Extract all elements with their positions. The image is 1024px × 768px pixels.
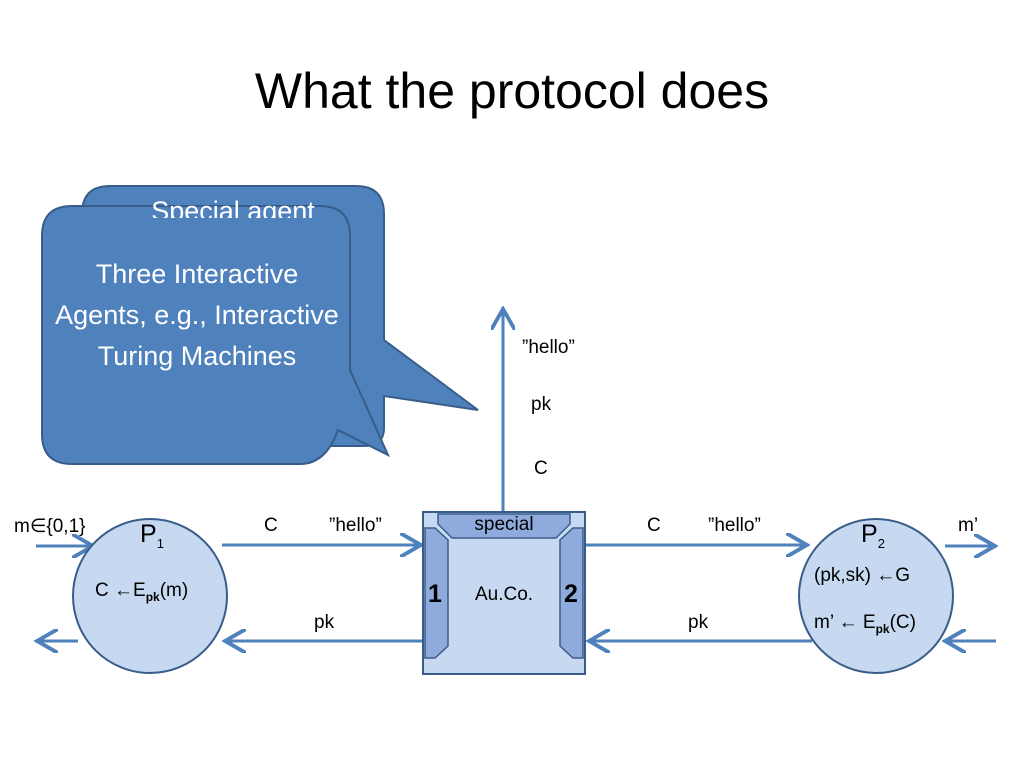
- port-1-label: 1: [428, 580, 442, 608]
- auco-label: Au.Co.: [474, 584, 534, 605]
- p1-formula-sub: pk: [145, 589, 160, 604]
- p1-formula-prefix: C ←E: [95, 580, 146, 601]
- p2-name-letter: P: [861, 520, 878, 548]
- p2-name: P2: [861, 520, 885, 551]
- p1-name: P1: [140, 520, 164, 551]
- up-hello-label: ”hello”: [522, 337, 575, 358]
- p2-formula-prefix: m’ ← E: [814, 612, 876, 633]
- party-p2-circle: [798, 518, 954, 674]
- p2-keygen: (pk,sk) ←G: [814, 565, 911, 586]
- speech-bubble-front: [41, 205, 391, 465]
- left-c-label: C: [264, 515, 278, 536]
- p2-formula: m’ ← Epk(C): [814, 612, 916, 636]
- back-bubble-text: Special agent: [151, 196, 315, 218]
- p1-name-index: 1: [156, 536, 164, 551]
- p2-formula-suffix: (C): [889, 612, 916, 633]
- p1-name-letter: P: [140, 520, 157, 548]
- slide-title: What the protocol does: [254, 63, 770, 119]
- special-label: special: [474, 514, 534, 535]
- p1-formula-suffix: (m): [159, 580, 189, 601]
- port-2-label: 2: [564, 580, 578, 608]
- p2-name-index: 2: [877, 536, 885, 551]
- p2-output-label: m’: [958, 515, 979, 536]
- p1-formula: C ←Epk(m): [95, 580, 188, 604]
- p1-input-label: m∈{0,1}: [14, 516, 86, 537]
- special-port: [437, 513, 571, 539]
- left-pk-label: pk: [314, 612, 335, 633]
- port-2: [559, 527, 584, 659]
- up-pk-label: pk: [531, 394, 552, 415]
- party-p1-circle: [72, 518, 228, 674]
- p2-formula-sub: pk: [875, 621, 890, 636]
- front-bubble-text: Three Interactive Agents, e.g., Interact…: [55, 259, 339, 371]
- auco-box: [422, 511, 586, 675]
- left-hello-label: ”hello”: [329, 515, 382, 536]
- port-1: [424, 527, 449, 659]
- right-c-label: C: [647, 515, 661, 536]
- right-pk-label: pk: [688, 612, 709, 633]
- right-hello-label: ”hello”: [708, 515, 761, 536]
- up-c-label: C: [534, 458, 548, 479]
